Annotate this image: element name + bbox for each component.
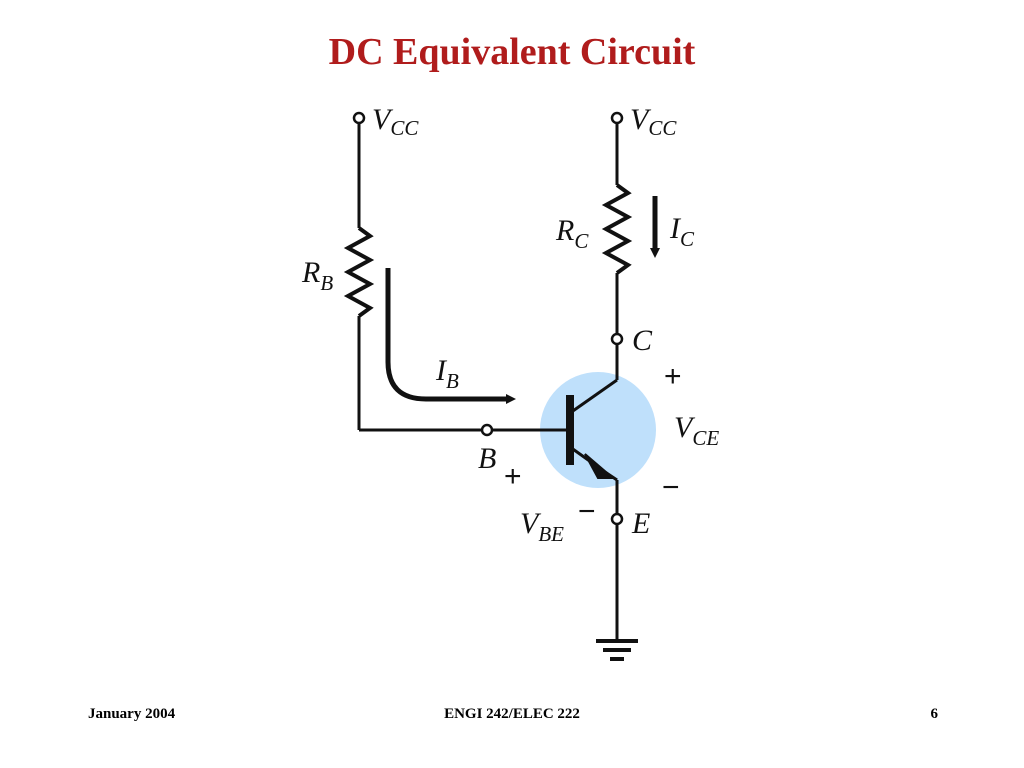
label-vbe: VBE [520,507,564,546]
emitter-terminal [610,512,624,526]
label-node-b: B [478,442,496,475]
ground-icon [596,639,638,661]
footer-page-number: 6 [930,706,939,722]
transistor-emitter-lead-end [604,470,618,482]
footer-date: January 2004 [88,706,176,722]
vcc-right-terminal [610,111,624,125]
label-ic: IC [669,212,695,251]
label-rb: RB [301,256,333,295]
circuit-diagram: VCC VCC RB RC IC IB VCE VBE C B E + − + … [301,103,719,661]
resistor-rc [601,183,633,275]
vce-minus-sign: − [662,471,680,504]
collector-terminal [610,332,624,346]
slide-title: DC Equivalent Circuit [328,31,696,73]
vce-plus-sign: + [664,360,682,393]
label-node-e: E [631,507,650,540]
label-vce: VCE [674,411,719,450]
vbe-plus-sign: + [504,460,522,493]
label-node-c: C [632,324,653,357]
transistor-collector-lead [569,378,618,415]
ib-arrow [385,268,516,404]
vcc-left-terminal [352,111,366,125]
label-ib: IB [435,354,459,393]
label-vcc-left: VCC [372,103,419,140]
label-rc: RC [555,214,589,253]
label-vcc-right: VCC [630,103,677,140]
footer-course: ENGI 242/ELEC 222 [444,706,580,722]
resistor-rb [343,226,375,318]
base-terminal [480,423,494,437]
vbe-minus-sign: − [578,495,596,528]
